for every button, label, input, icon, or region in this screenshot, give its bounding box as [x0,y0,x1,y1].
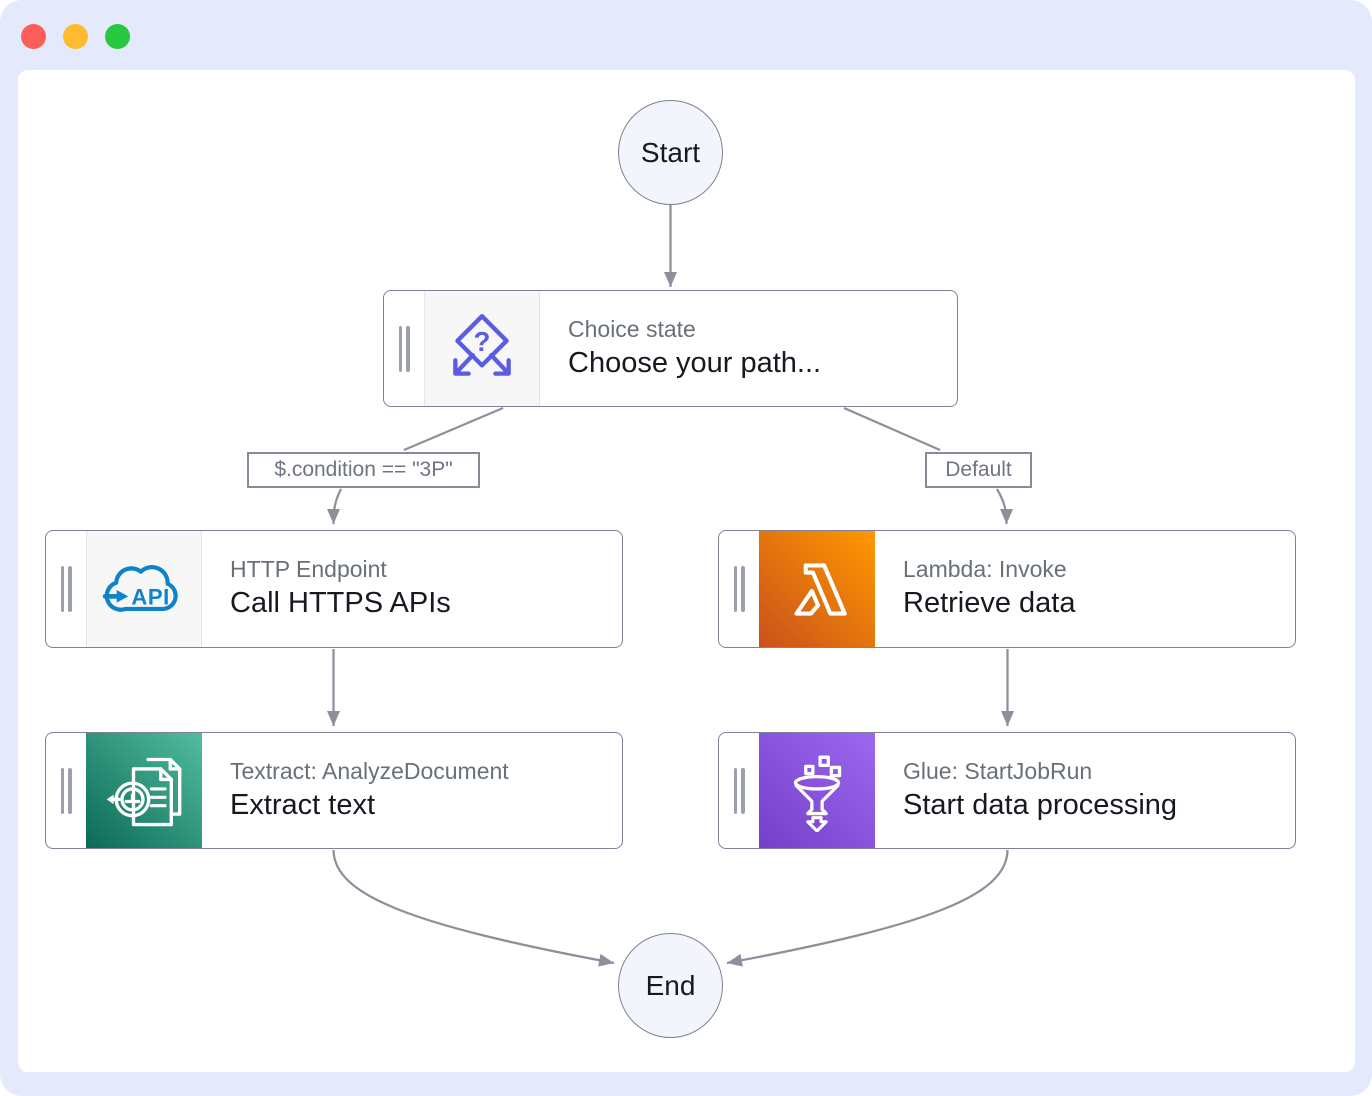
state-name: Call HTTPS APIs [230,587,451,620]
minimize-window-button[interactable] [62,23,88,49]
drag-handle-icon[interactable] [46,733,86,848]
choice-default-label[interactable]: Default [925,452,1032,488]
drag-handle-icon[interactable] [719,531,759,647]
choice-rule-label[interactable]: $.condition == "3P" [247,452,480,488]
svg-text:API: API [131,585,169,610]
maximize-window-button[interactable] [104,23,130,49]
end-node-label: End [645,969,696,1001]
state-textract-analyze[interactable]: Textract: AnalyzeDocument Extract text [45,732,623,849]
state-type-label: Lambda: Invoke [903,556,1067,583]
state-name: Extract text [230,788,376,821]
choice-branch-icon: ? [424,291,540,406]
glue-funnel-icon [759,733,875,848]
state-type-label: Choice state [568,315,696,342]
start-node-label: Start [640,136,701,168]
drag-handle-icon[interactable] [719,733,759,848]
drag-handle-icon[interactable] [46,531,86,647]
close-window-button[interactable] [20,23,46,49]
end-node: End [618,933,723,1038]
state-lambda-invoke[interactable]: Lambda: Invoke Retrieve data [718,530,1296,648]
window-titlebar [0,0,1372,70]
state-type-label: HTTP Endpoint [230,556,387,583]
state-type-label: Textract: AnalyzeDocument [230,757,509,784]
drag-handle-icon[interactable] [384,291,424,406]
state-http-endpoint[interactable]: API HTTP Endpoint Call HTTPS APIs [45,530,623,648]
state-name: Choose your path... [568,346,822,379]
svg-text:?: ? [474,326,491,357]
start-node: Start [618,100,723,205]
state-glue-startjobrun[interactable]: Glue: StartJobRun Start data processing [718,732,1296,849]
lambda-icon [759,531,875,647]
state-name: Start data processing [903,788,1178,821]
cloud-api-icon: API [86,531,202,647]
state-name: Retrieve data [903,587,1076,620]
textract-analyze-icon [86,733,202,848]
state-choice[interactable]: ? Choice state Choose your path... [383,290,958,407]
state-type-label: Glue: StartJobRun [903,757,1093,784]
